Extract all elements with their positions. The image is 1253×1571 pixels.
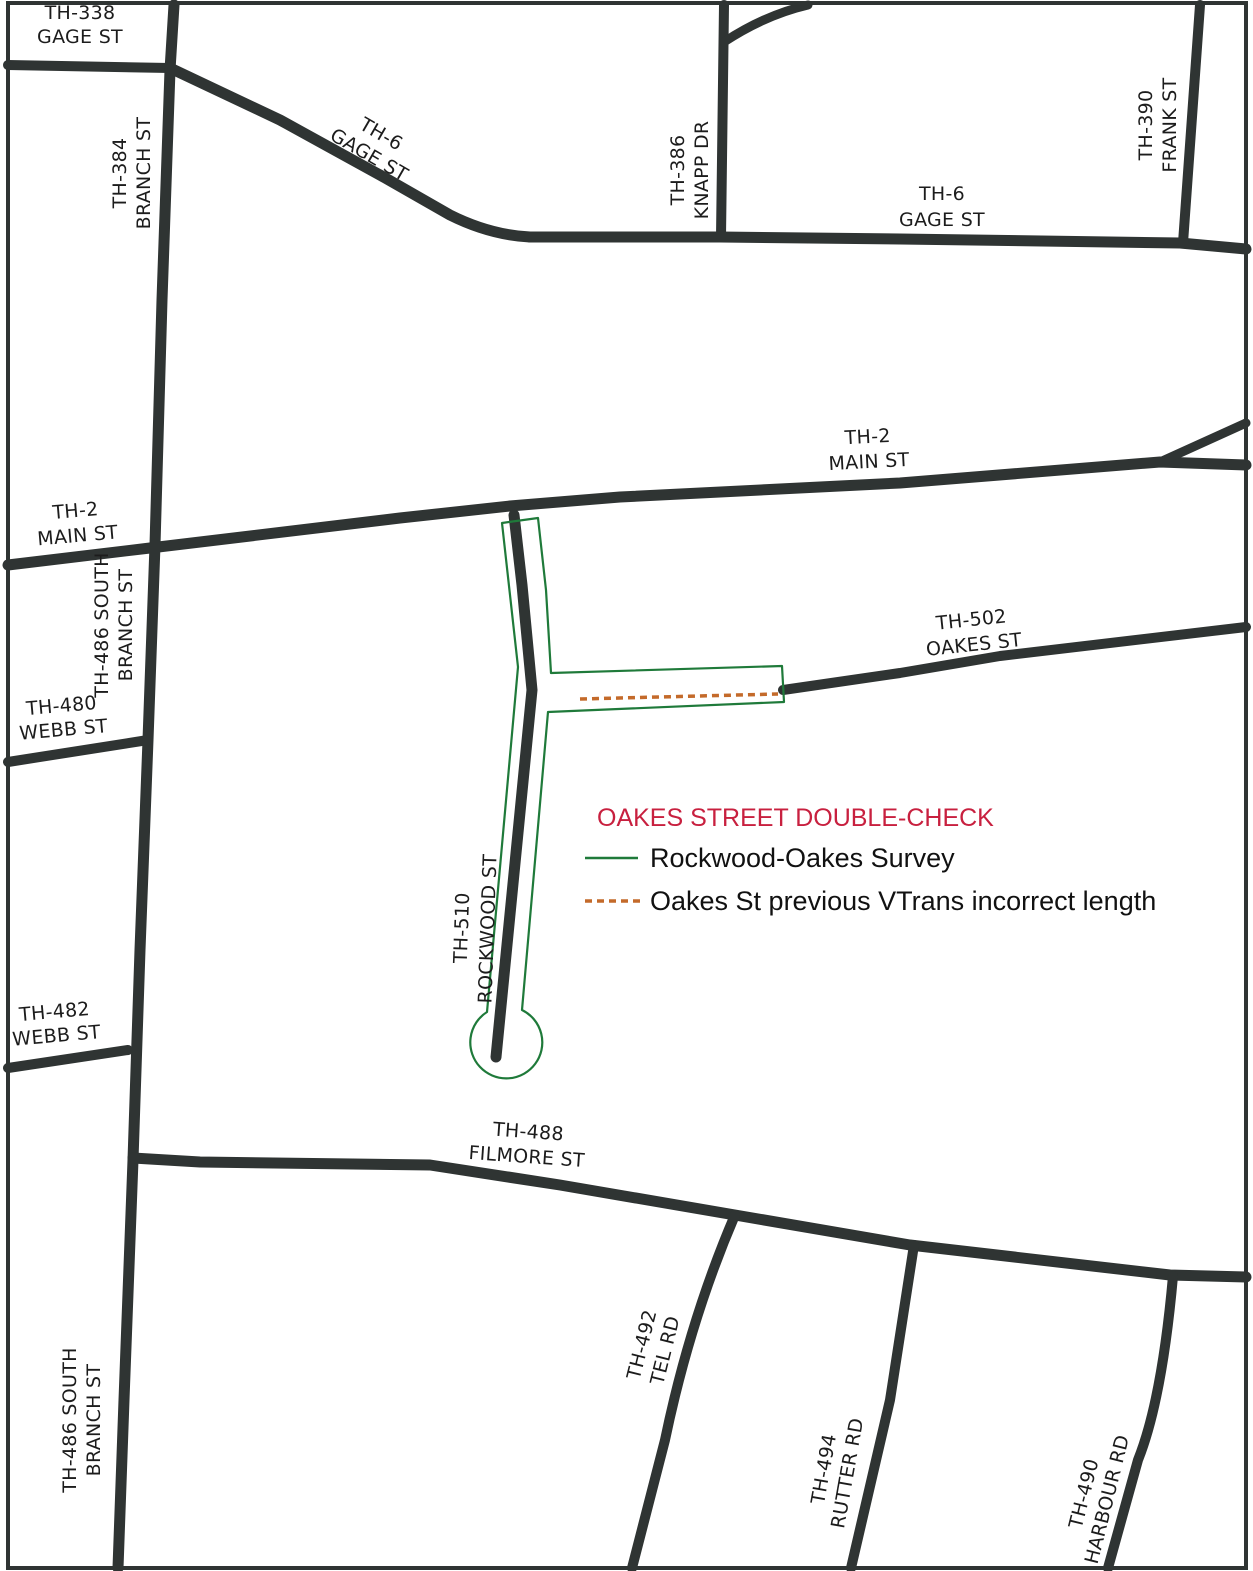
- road-knapp-branch: [719, 0, 813, 47]
- label-th486-north: TH-486 SOUTH BRANCH ST: [91, 552, 137, 698]
- label-th482: TH-482 WEBB ST: [11, 998, 101, 1051]
- oakes-st-previous-incorrect-length: [579, 692, 779, 701]
- road-th492-tel-rd: [627, 1210, 740, 1571]
- label-th338-name: GAGE ST: [37, 26, 123, 48]
- road-th510-rockwood-st: [490, 509, 538, 1063]
- rockwood-oakes-survey-outline: [469, 516, 786, 1080]
- road-th482-webb-st: [3, 1045, 133, 1073]
- label-th486-south: TH-486 SOUTH BRANCH ST: [59, 1347, 105, 1493]
- road-th384-branch-st: [149, 0, 180, 551]
- label-th488-name: FILMORE ST: [468, 1142, 586, 1172]
- label-th486a-id: TH-486 SOUTH: [91, 552, 113, 698]
- road-th390-frank-st: [1178, 0, 1205, 248]
- map-legend: OAKES STREET DOUBLE-CHECK Rockwood-Oakes…: [585, 804, 1156, 916]
- road-th2-main-st: [2, 456, 1252, 571]
- label-th6b-id: TH-6: [918, 183, 965, 205]
- road-th488-filmore-st: [127, 1152, 1252, 1283]
- legend-label-incorrect-length: Oakes St previous VTrans incorrect lengt…: [650, 886, 1156, 916]
- label-th384-name: BRANCH ST: [133, 117, 155, 230]
- road-th6-gage-st: [524, 231, 1252, 255]
- label-th390-name: FRANK ST: [1159, 77, 1181, 172]
- label-th386-id: TH-386: [667, 135, 689, 207]
- label-th502-id: TH-502: [934, 605, 1008, 634]
- label-th338: TH-338 GAGE ST: [37, 2, 123, 48]
- label-th6b-name: GAGE ST: [899, 209, 985, 231]
- road-th502-oakes-st: [778, 622, 1251, 695]
- label-th338-id: TH-338: [44, 2, 116, 24]
- label-th2a-id: TH-2: [843, 425, 891, 449]
- label-th6: TH-6 GAGE ST: [899, 183, 985, 231]
- label-th486b-name: BRANCH ST: [83, 1364, 105, 1477]
- label-th2a-name: MAIN ST: [828, 449, 910, 475]
- label-th480: TH-480 WEBB ST: [18, 692, 108, 745]
- label-th510-name: ROCKWOOD ST: [474, 854, 501, 1004]
- road-main-st-branch: [1155, 418, 1251, 467]
- road-th486-south-branch-st: [112, 539, 161, 1571]
- road-th494-rutter-rd: [846, 1240, 919, 1571]
- label-th386-name: KNAPP DR: [691, 121, 713, 220]
- label-th2b-id: TH-2: [51, 498, 100, 524]
- label-th390: TH-390 FRANK ST: [1135, 77, 1181, 172]
- label-th488: TH-488 FILMORE ST: [468, 1119, 586, 1172]
- label-th488-id: TH-488: [491, 1119, 564, 1146]
- label-th510-id: TH-510: [450, 892, 474, 965]
- label-th502: TH-502 OAKES ST: [925, 605, 1023, 660]
- road-th6-gage-st-diagonal: [164, 62, 536, 243]
- label-th510: TH-510 ROCKWOOD ST: [450, 854, 502, 1004]
- road-th338-gage-st: [3, 60, 175, 73]
- label-th390-id: TH-390: [1135, 90, 1157, 162]
- label-th494: TH-494 RUTTER RD: [807, 1416, 868, 1530]
- label-th384-id: TH-384: [109, 138, 131, 210]
- label-th384: TH-384 BRANCH ST: [109, 117, 155, 230]
- label-th2-east: TH-2 MAIN ST: [828, 425, 910, 475]
- legend-title: OAKES STREET DOUBLE-CHECK: [597, 804, 994, 832]
- legend-label-survey: Rockwood-Oakes Survey: [650, 843, 955, 873]
- label-th2b-name: MAIN ST: [36, 521, 119, 550]
- label-th490: TH-490 HARBOUR RD: [1065, 1433, 1134, 1567]
- label-th486b-id: TH-486 SOUTH: [59, 1347, 81, 1493]
- road-th480-webb-st: [3, 735, 153, 767]
- label-th386: TH-386 KNAPP DR: [667, 121, 713, 220]
- label-th486a-name: BRANCH ST: [115, 569, 137, 682]
- label-th2-west: TH-2 MAIN ST: [36, 498, 119, 550]
- road-th490-harbour-rd: [1103, 1271, 1178, 1571]
